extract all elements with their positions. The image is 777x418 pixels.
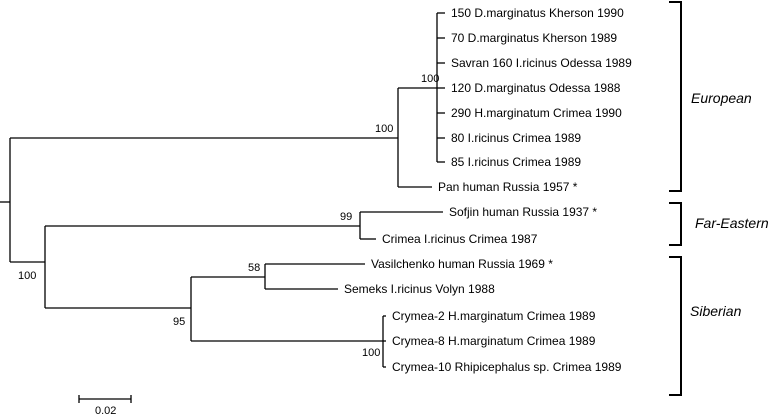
leaf-labels: 150 D.marginatus Kherson 1990 70 D.margi… (344, 6, 632, 374)
support-lower-clade: 100 (18, 270, 36, 282)
leaf-label-12: Semeks I.ricinus Volyn 1988 (344, 282, 495, 296)
leaf-label-1: 150 D.marginatus Kherson 1990 (451, 6, 624, 20)
clade-label-european: European (691, 90, 752, 106)
european-bracket (669, 1, 682, 192)
support-european-subclade: 100 (421, 73, 439, 85)
scale-bar: 0.02 (78, 395, 132, 417)
support-values: 100 100 99 100 58 95 100 (18, 73, 439, 359)
leaf-label-6: 80 I.ricinus Crimea 1989 (451, 131, 581, 145)
clade-label-fareastern: Far-Eastern (695, 215, 769, 231)
leaf-label-10: Crimea I.ricinus Crimea 1987 (382, 232, 538, 246)
clade-labels: European Far-Eastern Siberian (690, 90, 769, 319)
support-siberian: 95 (173, 316, 185, 328)
leaf-label-3: Savran 160 I.ricinus Odessa 1989 (451, 56, 632, 70)
leaf-label-15: Crymea-10 Rhipicephalus sp. Crimea 1989 (392, 360, 622, 374)
clade-label-siberian: Siberian (690, 303, 742, 319)
leaf-label-13: Crymea-2 H.marginatum Crimea 1989 (392, 309, 596, 323)
leaf-label-11: Vasilchenko human Russia 1969 * (371, 257, 553, 271)
leaf-label-2: 70 D.marginatus Kherson 1989 (451, 31, 617, 45)
leaf-label-4: 120 D.marginatus Odessa 1988 (451, 81, 621, 95)
leaf-label-9: Sofjin human Russia 1937 * (449, 205, 597, 219)
clade-brackets (669, 1, 682, 396)
leaf-label-8: Pan human Russia 1957 * (438, 180, 578, 194)
siberian-bracket (669, 256, 682, 396)
support-siberian-sub1: 58 (248, 262, 260, 274)
fareastern-bracket (669, 202, 682, 246)
leaf-label-14: Crymea-8 H.marginatum Crimea 1989 (392, 334, 596, 348)
leaf-label-5: 290 H.marginatum Crimea 1990 (451, 106, 622, 120)
scale-bar-label: 0.02 (95, 405, 116, 417)
support-siberian-sub2: 100 (362, 347, 380, 359)
tree-branches (0, 12, 445, 368)
support-european: 100 (375, 123, 393, 135)
leaf-label-7: 85 I.ricinus Crimea 1989 (451, 155, 581, 169)
support-fareastern: 99 (340, 211, 352, 223)
